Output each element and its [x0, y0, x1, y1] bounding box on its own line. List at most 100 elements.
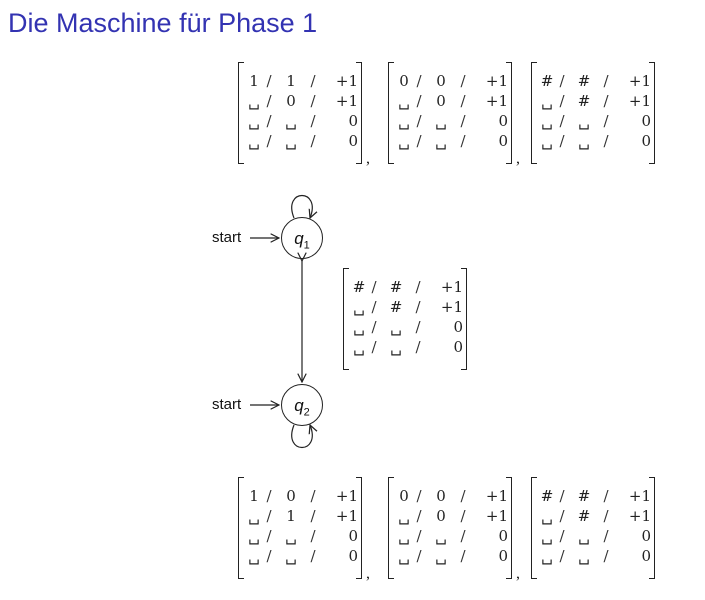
slash: / — [603, 507, 609, 525]
slash: / — [559, 112, 565, 130]
write-symbol: # — [389, 298, 403, 316]
slash: / — [371, 298, 377, 316]
slide-title: Die Maschine für Phase 1 — [8, 8, 318, 38]
head-move: 0 — [453, 338, 463, 356]
slash: / — [603, 112, 609, 130]
write-symbol: # — [577, 487, 591, 505]
head-move: 0 — [348, 547, 358, 565]
left-bracket — [388, 477, 394, 579]
slash: / — [310, 487, 316, 505]
write-symbol: ␣ — [435, 527, 447, 545]
matrix-row: ␣ / ␣ / 0 — [351, 317, 463, 337]
matrix-row: ␣ / ␣ / 0 — [246, 546, 358, 566]
matrix-row: ␣ / 0 / +1 — [396, 91, 508, 111]
head-move: +1 — [628, 507, 651, 525]
read-symbol: 1 — [249, 72, 259, 90]
matrix-row: 0 / 0 / +1 — [396, 486, 508, 506]
read-symbol: ␣ — [541, 112, 553, 130]
slash: / — [415, 338, 421, 356]
state-name: q — [294, 229, 304, 248]
matrix-row: ␣ / # / +1 — [351, 297, 463, 317]
head-move: 0 — [498, 112, 508, 130]
read-symbol: ␣ — [398, 132, 410, 150]
head-move: +1 — [485, 487, 508, 505]
slash: / — [416, 507, 422, 525]
write-symbol: 0 — [436, 72, 446, 90]
matrix: # / # / +1 ␣ / # / +1 ␣ / ␣ / 0 ␣ / ␣ / … — [343, 268, 467, 370]
head-move: +1 — [335, 487, 358, 505]
matrix-row: ␣ / ␣ / 0 — [246, 526, 358, 546]
slash: / — [310, 112, 316, 130]
matrix-row: ␣ / ␣ / 0 — [246, 111, 358, 131]
slash: / — [559, 527, 565, 545]
head-move: +1 — [628, 92, 651, 110]
read-symbol: 0 — [399, 72, 409, 90]
slash: / — [266, 112, 272, 130]
matrix-row: 1 / 1 / +1 — [246, 71, 358, 91]
write-symbol: 0 — [286, 92, 296, 110]
head-move: +1 — [485, 72, 508, 90]
state-q2: q2 — [281, 384, 323, 426]
slash: / — [266, 507, 272, 525]
matrix: 0 / 0 / +1 ␣ / 0 / +1 ␣ / ␣ / 0 ␣ / ␣ / … — [388, 62, 512, 164]
write-symbol: # — [577, 72, 591, 90]
head-move: 0 — [641, 132, 651, 150]
read-symbol: ␣ — [353, 298, 365, 316]
right-bracket — [506, 477, 512, 579]
slash: / — [310, 527, 316, 545]
matrix-row: ␣ / ␣ / 0 — [246, 131, 358, 151]
left-bracket — [388, 62, 394, 164]
slash: / — [460, 132, 466, 150]
left-bracket — [531, 477, 537, 579]
read-symbol: 0 — [399, 487, 409, 505]
slash: / — [266, 487, 272, 505]
matrix: 1 / 0 / +1 ␣ / 1 / +1 ␣ / ␣ / 0 ␣ / ␣ / … — [238, 477, 362, 579]
head-move: 0 — [498, 527, 508, 545]
slash: / — [371, 318, 377, 336]
matrix: 1 / 1 / +1 ␣ / 0 / +1 ␣ / ␣ / 0 ␣ / ␣ / … — [238, 62, 362, 164]
left-bracket — [238, 62, 244, 164]
read-symbol: ␣ — [398, 507, 410, 525]
matrix-row: ␣ / ␣ / 0 — [539, 111, 651, 131]
read-symbol: ␣ — [398, 547, 410, 565]
read-symbol: ␣ — [248, 112, 260, 130]
read-symbol: ␣ — [398, 527, 410, 545]
read-symbol: ␣ — [248, 547, 260, 565]
slash: / — [415, 278, 421, 296]
left-bracket — [531, 62, 537, 164]
matrix-row: ␣ / ␣ / 0 — [396, 131, 508, 151]
read-symbol: ␣ — [248, 507, 260, 525]
separator-comma: , — [516, 150, 520, 167]
write-symbol: 0 — [436, 507, 446, 525]
head-move: +1 — [628, 72, 651, 90]
write-symbol: ␣ — [578, 112, 590, 130]
state-q1: q1 — [281, 217, 323, 259]
head-move: 0 — [453, 318, 463, 336]
slash: / — [460, 507, 466, 525]
read-symbol: ␣ — [541, 507, 553, 525]
slash: / — [371, 278, 377, 296]
read-symbol: ␣ — [398, 92, 410, 110]
matrix-row: # / # / +1 — [351, 277, 463, 297]
write-symbol: ␣ — [285, 132, 297, 150]
slash: / — [460, 527, 466, 545]
slash: / — [416, 132, 422, 150]
matrix-row: 1 / 0 / +1 — [246, 486, 358, 506]
slash: / — [266, 547, 272, 565]
matrix-row: 0 / 0 / +1 — [396, 71, 508, 91]
slash: / — [416, 487, 422, 505]
slash: / — [559, 92, 565, 110]
matrix-row: ␣ / 0 / +1 — [396, 506, 508, 526]
write-symbol: ␣ — [578, 527, 590, 545]
separator-comma: , — [366, 150, 370, 167]
slash: / — [603, 72, 609, 90]
slash: / — [415, 298, 421, 316]
write-symbol: # — [577, 92, 591, 110]
head-move: +1 — [335, 72, 358, 90]
read-symbol: # — [540, 487, 554, 505]
slash: / — [266, 72, 272, 90]
slash: / — [603, 487, 609, 505]
write-symbol: 1 — [286, 72, 296, 90]
matrix-row: # / # / +1 — [539, 486, 651, 506]
